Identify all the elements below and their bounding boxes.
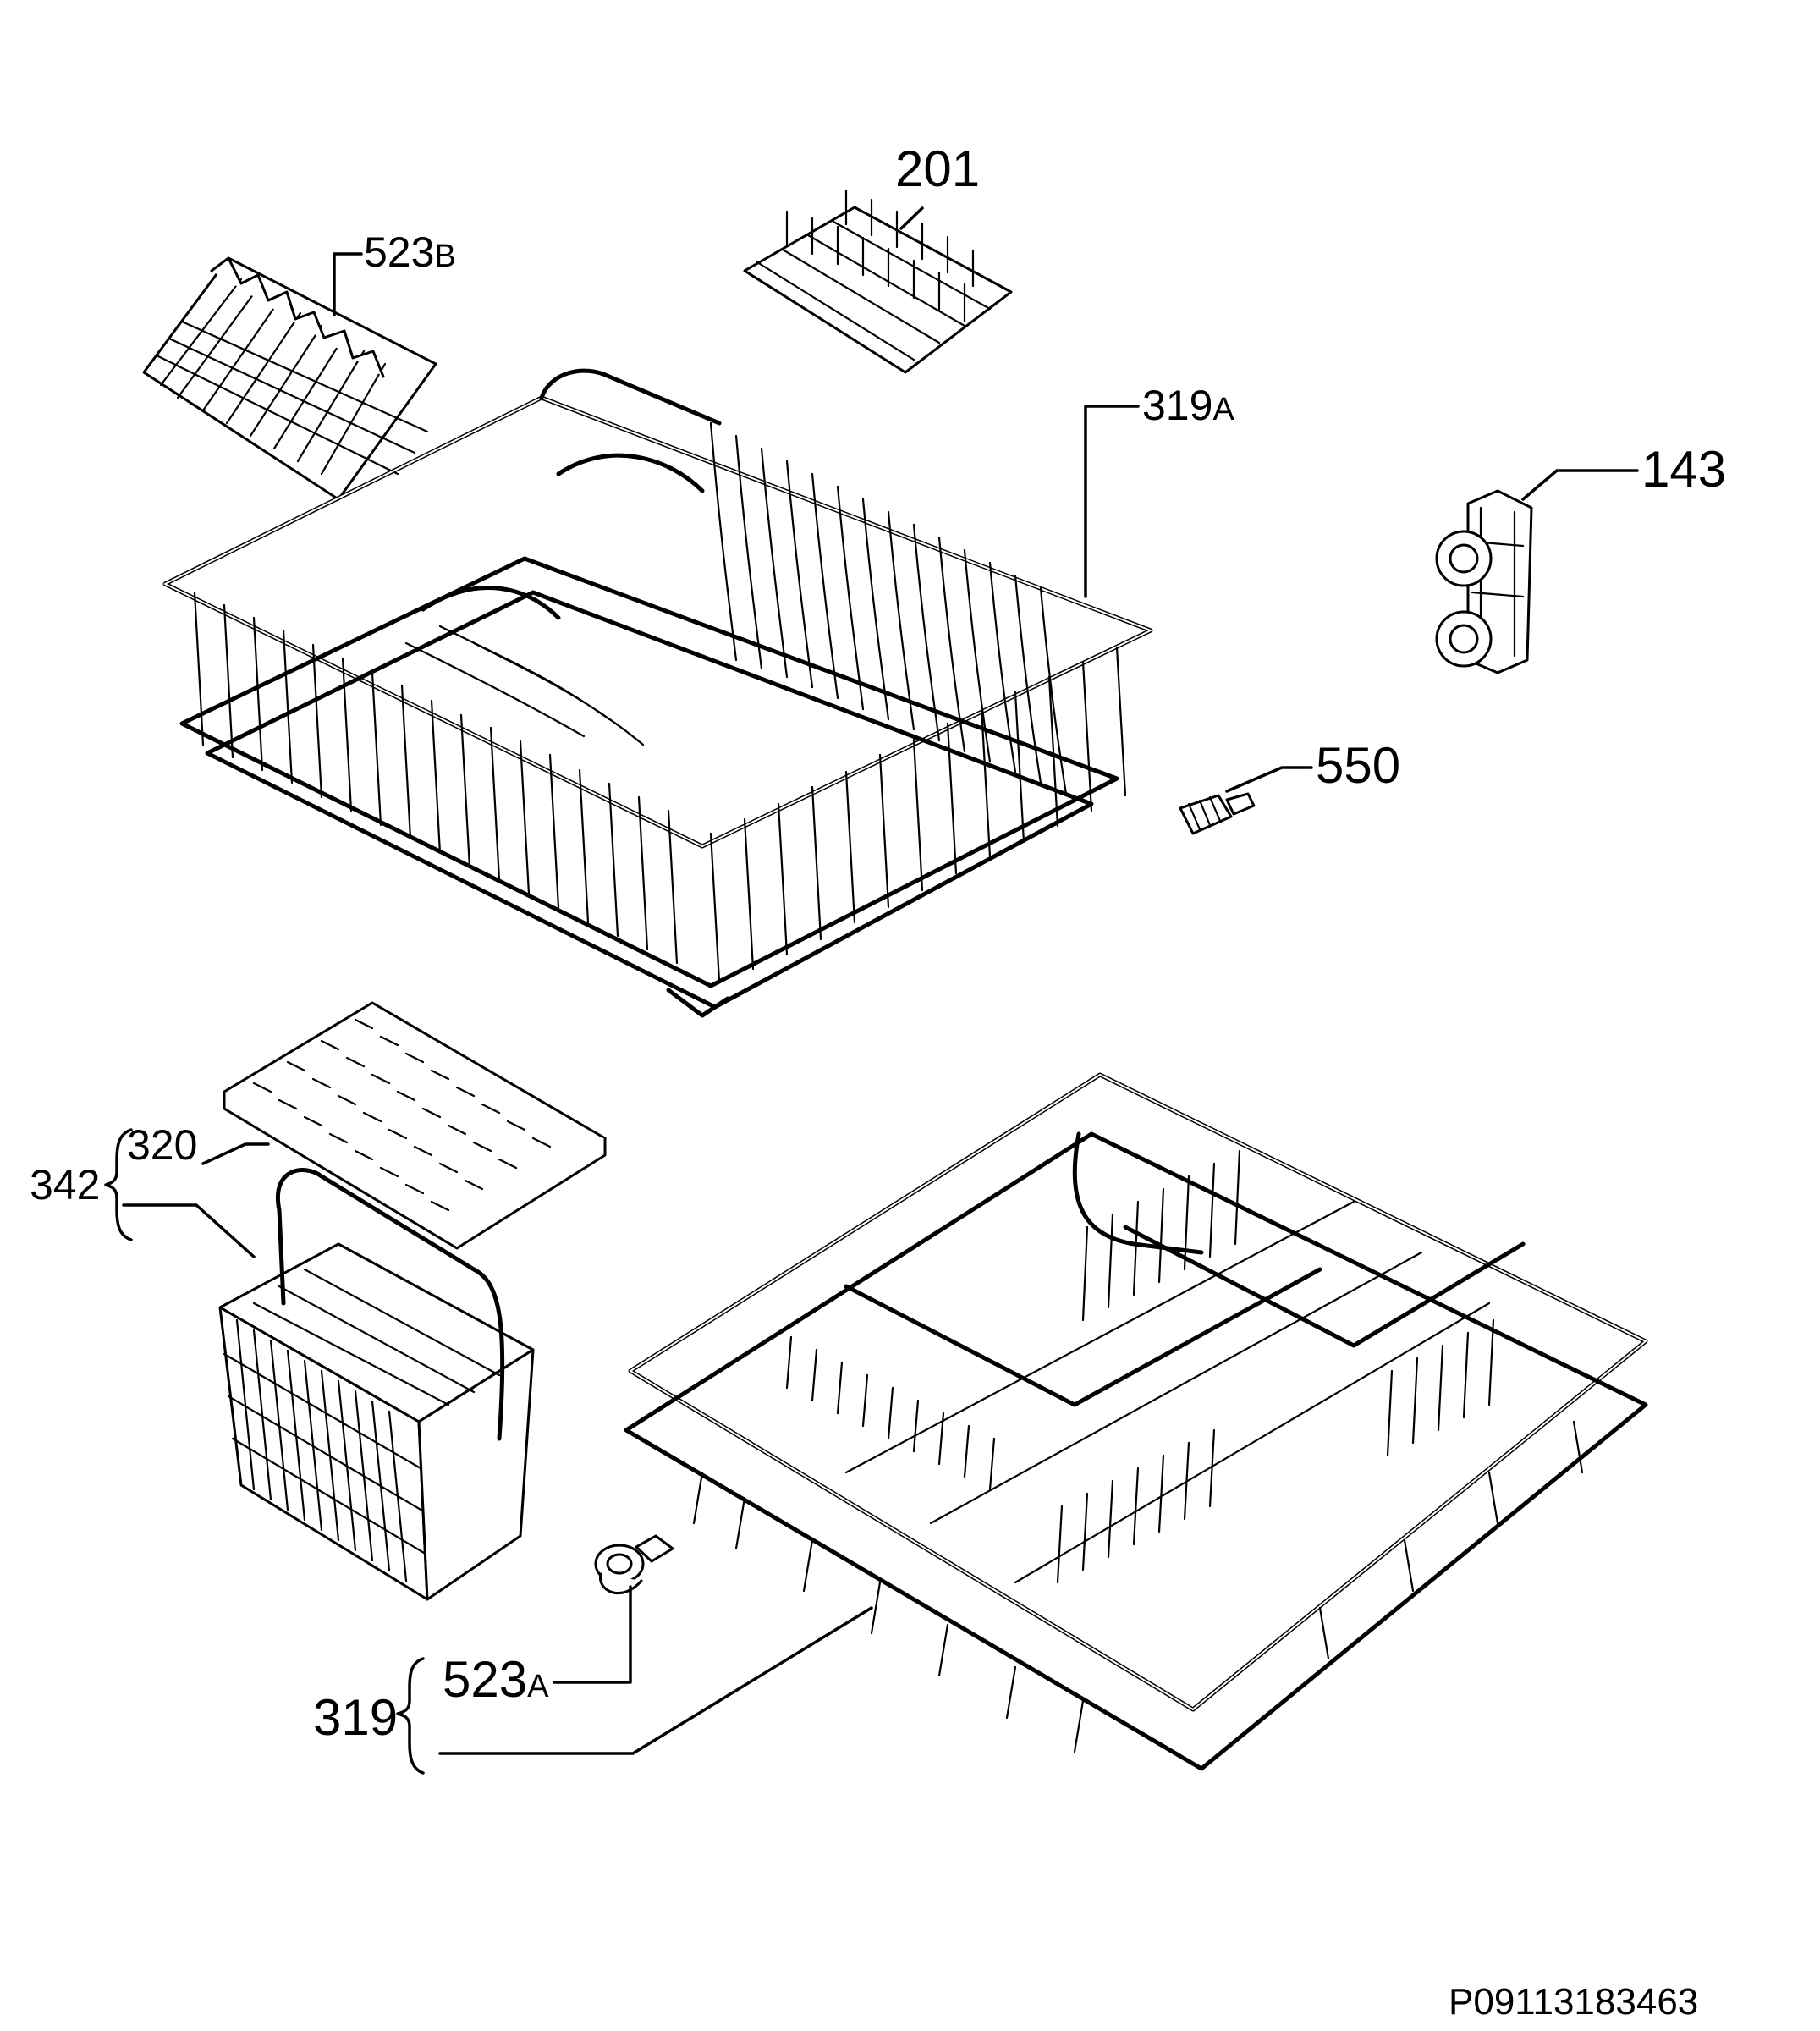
part-201-spike-insert — [743, 189, 1013, 374]
label-523a: 523A — [443, 1651, 549, 1708]
label-143: 143 — [1641, 441, 1726, 498]
label-201: 201 — [895, 140, 980, 197]
part-523b-rack-insert — [142, 256, 437, 501]
label-320: 320 — [127, 1121, 197, 1169]
leader-319a — [1084, 405, 1140, 598]
brace-342 — [104, 1128, 133, 1241]
part-319a-upper-basket — [162, 368, 1153, 1018]
label-550: 550 — [1316, 737, 1400, 794]
leader-320 — [201, 1142, 270, 1165]
label-319a: 319A — [1142, 382, 1234, 429]
leader-lines — [104, 206, 1639, 1775]
part-143-wheel-carrier — [1435, 489, 1533, 674]
leader-143 — [1521, 469, 1639, 501]
part-319-lower-basket — [624, 1072, 1648, 1771]
label-523b: 523B — [364, 228, 456, 276]
part-550-bolt — [1179, 792, 1256, 835]
leader-523a — [553, 1585, 632, 1684]
leader-342-basket — [122, 1203, 256, 1258]
part-342-cutlery-basket — [218, 1168, 535, 1601]
diagram-code: P09113183463 — [1449, 1981, 1698, 2023]
part-523a-wheel — [594, 1534, 674, 1595]
callout-labels: 201 523B 319A 143 550 342 320 523A 319 P… — [30, 140, 1726, 2023]
label-319: 319 — [313, 1689, 398, 1746]
part-320-basket-lid — [223, 1001, 607, 1250]
leader-319-basket — [438, 1606, 873, 1755]
leader-523b — [333, 252, 363, 316]
leader-550 — [1225, 766, 1313, 793]
brace-319 — [396, 1657, 425, 1775]
leader-201 — [899, 206, 924, 230]
label-342: 342 — [30, 1161, 100, 1208]
